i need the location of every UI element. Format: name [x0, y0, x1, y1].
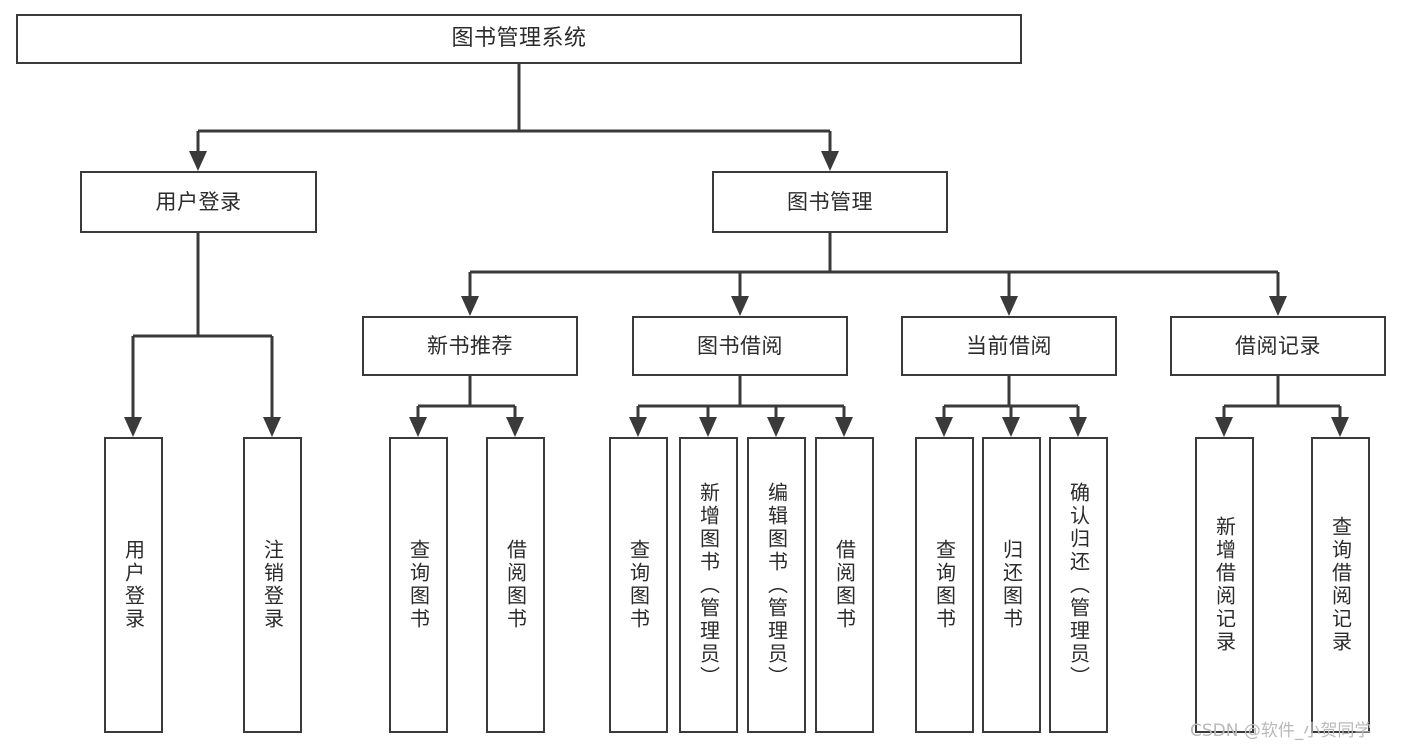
arrow-head-book-borrow-children-3: [835, 417, 853, 437]
node-label: 图书管理系统: [451, 26, 587, 52]
node-leaf-edit-book[interactable]: 编辑图书（管理员）: [747, 437, 806, 733]
arrow-head-book-manage-children-3: [1269, 296, 1287, 316]
node-leaf-add-book[interactable]: 新增图书（管理员）: [679, 437, 738, 733]
node-book-manage[interactable]: 图书管理: [712, 171, 948, 233]
node-borrow-record[interactable]: 借阅记录: [1170, 316, 1386, 376]
node-label: 新增图书（管理员）: [696, 481, 721, 689]
node-user-login[interactable]: 用户登录: [80, 171, 317, 233]
arrow-head-current-borrow-children-1: [1002, 417, 1020, 437]
node-label: 借阅记录: [1235, 333, 1321, 358]
node-leaf-confirm-return[interactable]: 确认归还（管理员）: [1049, 437, 1108, 733]
node-label: 图书借阅: [697, 333, 783, 358]
arrow-head-borrow-record-children-0: [1215, 417, 1233, 437]
arrow-head-book-manage-children-1: [731, 296, 749, 316]
node-root[interactable]: 图书管理系统: [16, 14, 1022, 64]
node-book-borrow[interactable]: 图书借阅: [632, 316, 848, 376]
node-label: 查询图书: [406, 539, 431, 631]
arrow-head-book-manage-children-0: [461, 296, 479, 316]
node-label: 确认归还（管理员）: [1066, 481, 1091, 689]
node-label: 图书管理: [787, 189, 873, 214]
node-new-book-rec[interactable]: 新书推荐: [362, 316, 578, 376]
arrow-head-user-login-children-1: [263, 417, 281, 437]
node-label: 新增借阅记录: [1212, 516, 1237, 654]
node-label: 查询图书: [626, 539, 651, 631]
arrow-head-user-login-children-0: [124, 417, 142, 437]
node-label: 借阅图书: [503, 539, 528, 631]
node-leaf-logout[interactable]: 注销登录: [243, 437, 302, 733]
node-leaf-return-book[interactable]: 归还图书: [982, 437, 1041, 733]
arrow-head-current-borrow-children-2: [1069, 417, 1087, 437]
arrow-head-book-manage-children-2: [1000, 296, 1018, 316]
arrow-head-root-children-0: [189, 151, 207, 171]
node-label: 用户登录: [155, 189, 242, 214]
arrow-head-book-borrow-children-0: [629, 417, 647, 437]
node-leaf-query-book-3[interactable]: 查询图书: [915, 437, 974, 733]
node-label: 查询图书: [932, 539, 957, 631]
node-label: 借阅图书: [832, 539, 857, 631]
arrow-head-current-borrow-children-0: [935, 417, 953, 437]
node-label: 注销登录: [260, 539, 285, 631]
node-leaf-borrow-book-1[interactable]: 借阅图书: [486, 437, 545, 733]
node-label: 用户登录: [121, 539, 146, 631]
node-leaf-borrow-book-2[interactable]: 借阅图书: [815, 437, 874, 733]
node-current-borrow[interactable]: 当前借阅: [901, 316, 1117, 376]
node-label: 新书推荐: [427, 333, 513, 358]
arrow-head-new-book-rec-children-0: [409, 417, 427, 437]
node-label: 归还图书: [999, 539, 1024, 631]
node-leaf-query-book-1[interactable]: 查询图书: [389, 437, 448, 733]
node-label: 当前借阅: [966, 333, 1052, 358]
arrow-head-borrow-record-children-1: [1331, 417, 1349, 437]
node-leaf-user-login[interactable]: 用户登录: [104, 437, 163, 733]
node-label: 编辑图书（管理员）: [764, 481, 789, 689]
node-leaf-add-record[interactable]: 新增借阅记录: [1195, 437, 1254, 733]
node-leaf-query-record[interactable]: 查询借阅记录: [1311, 437, 1370, 733]
arrow-head-root-children-1: [821, 151, 839, 171]
arrow-head-book-borrow-children-2: [767, 417, 785, 437]
arrow-head-new-book-rec-children-1: [506, 417, 524, 437]
arrow-head-book-borrow-children-1: [699, 417, 717, 437]
node-label: 查询借阅记录: [1328, 516, 1353, 654]
node-leaf-query-book-2[interactable]: 查询图书: [609, 437, 668, 733]
